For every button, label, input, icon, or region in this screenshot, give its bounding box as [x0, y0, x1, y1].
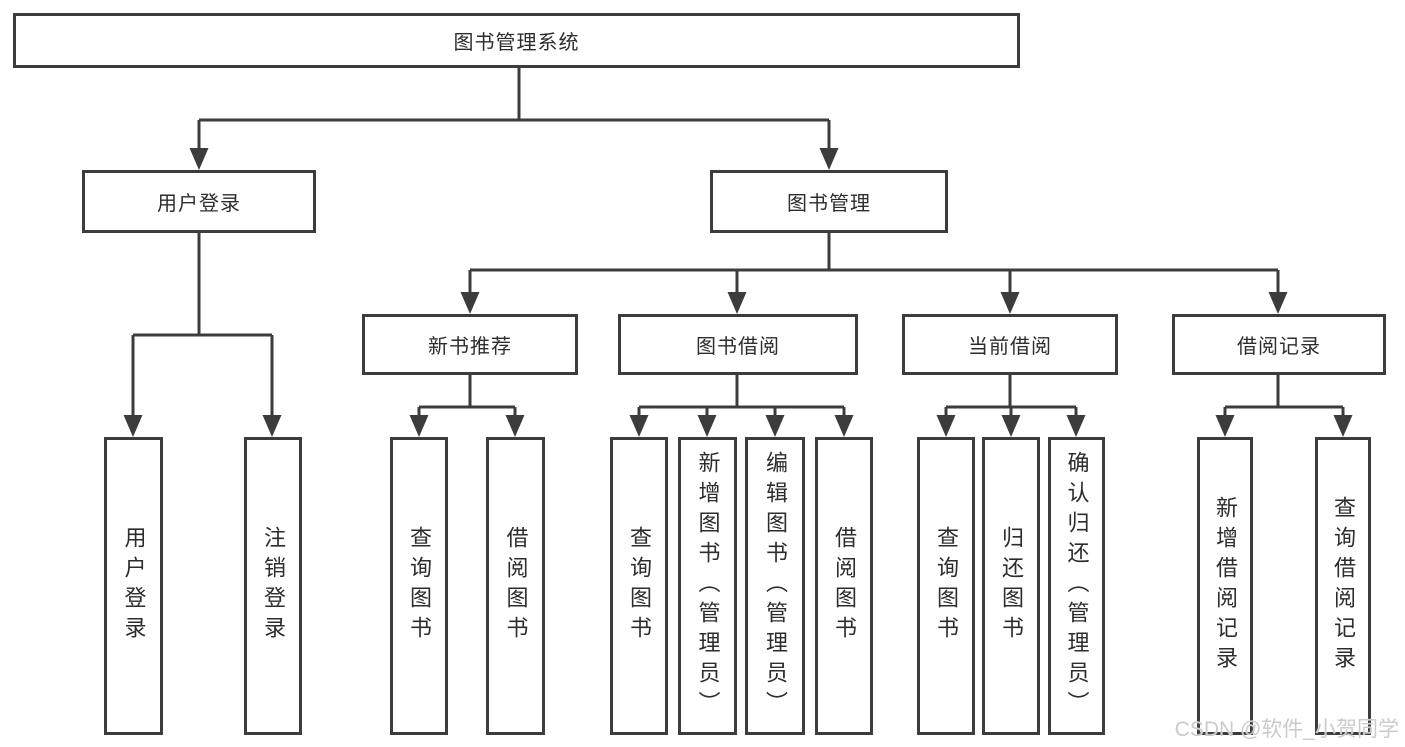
leaf-records-query-record: 查询借阅记录: [1315, 437, 1371, 735]
node-book-borrowing: 图书借阅: [618, 314, 858, 375]
leaf-newbook-borrow-books: 借阅图书: [486, 437, 545, 735]
leaf-current-query-books: 查询图书: [917, 437, 975, 735]
leaf-newbook-query-books: 查询图书: [390, 437, 448, 735]
leaf-logout: 注销登录: [244, 437, 302, 735]
watermark: CSDN @软件_小贺同学: [1174, 718, 1399, 741]
node-current-borrowing: 当前借阅: [902, 314, 1118, 375]
leaf-borrowing-borrow-books: 借阅图书: [815, 437, 873, 735]
node-user-login: 用户登录: [82, 170, 316, 233]
leaf-borrowing-edit-books-admin: 编辑图书（管理员）: [745, 437, 805, 735]
leaf-user-login: 用户登录: [104, 437, 163, 735]
node-borrowing-records: 借阅记录: [1172, 314, 1386, 375]
leaf-current-return-books: 归还图书: [982, 437, 1040, 735]
node-book-management: 图书管理: [710, 170, 948, 233]
leaf-current-confirm-return-admin: 确认归还（管理员）: [1048, 437, 1105, 735]
leaf-borrowing-query-books: 查询图书: [610, 437, 668, 735]
node-new-book-recommend: 新书推荐: [362, 314, 578, 375]
leaf-records-add-record: 新增借阅记录: [1197, 437, 1253, 735]
node-library-system: 图书管理系统: [13, 13, 1020, 68]
leaf-borrowing-add-books-admin: 新增图书（管理员）: [678, 437, 737, 735]
